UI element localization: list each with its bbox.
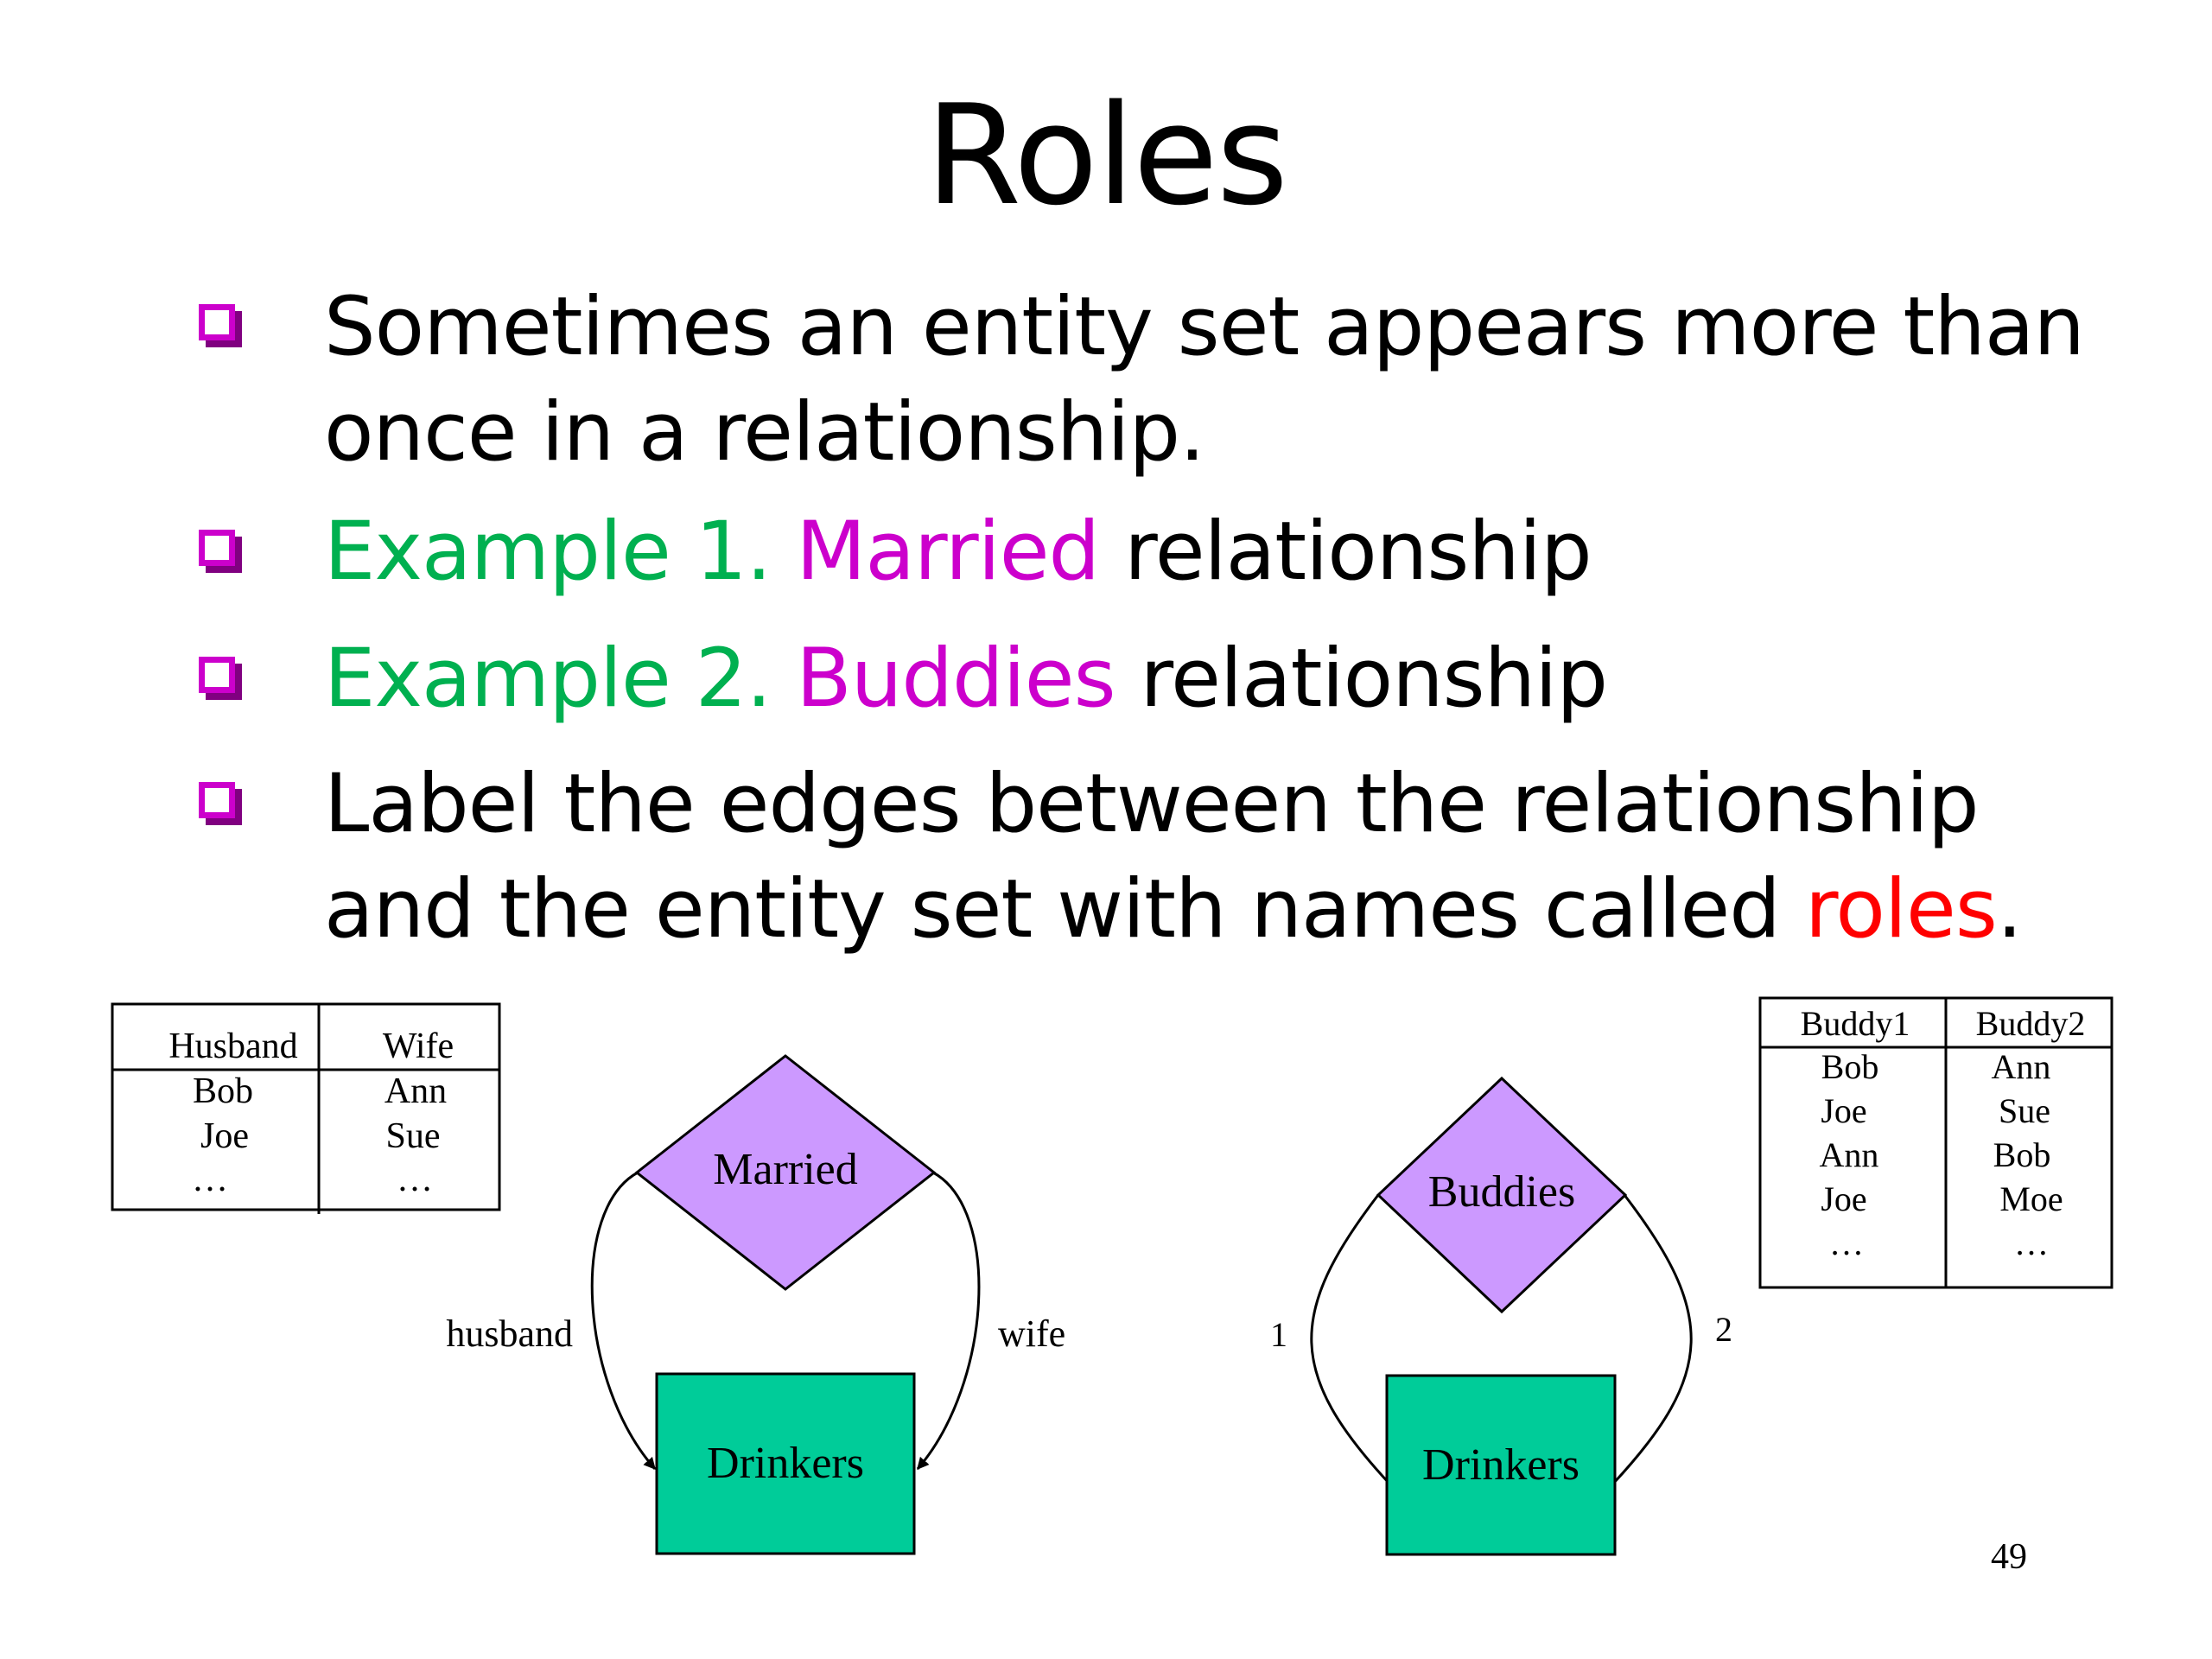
bullet-1-line-1: Sometimes an entity set appears more tha… [324, 280, 2085, 374]
buddies-cell: … [2014, 1224, 2049, 1262]
bullet-square-icon [199, 782, 244, 827]
bullet-3-prefix: Example 2. [324, 632, 772, 726]
married-cell: Ann [385, 1071, 447, 1111]
bullet-4-line-1: Label the edges between the relationship [324, 757, 1980, 851]
buddies-entity-box [1385, 1374, 1617, 1556]
buddies-cell: Bob [1821, 1047, 1879, 1086]
bullet-4-emphasis: roles [1804, 862, 1998, 957]
page-number: 49 [1991, 1537, 2027, 1577]
married-cell: Joe [200, 1116, 249, 1156]
bullet-1-text: Sometimes an entity set appears more tha… [324, 275, 2121, 486]
married-cell: … [397, 1160, 433, 1199]
buddies-entity-label: Drinkers [1422, 1440, 1580, 1490]
married-cell: Sue [386, 1116, 441, 1156]
bullet-square-icon [199, 304, 244, 349]
bullet-4-line-2: and the entity set with names called rol… [324, 857, 2121, 963]
wife-edge [916, 1171, 981, 1471]
bullet-4-line-2-pre: and the entity set with names called [324, 862, 1781, 957]
buddies-relationship-label: Buddies [1428, 1167, 1575, 1217]
bullet-square-icon [199, 657, 244, 702]
buddies-table: Buddy1 Buddy2 Bob Ann Joe Sue Ann Bob Jo… [1758, 996, 2113, 1289]
married-header-husband: Husband [168, 1027, 297, 1066]
buddies-cell: Moe [1999, 1179, 2063, 1218]
married-table-border [111, 1002, 501, 1211]
buddies-cell: Sue [1999, 1091, 2050, 1130]
married-relationship-diamond [634, 1054, 937, 1291]
buddies-cell: Joe [1821, 1179, 1866, 1218]
husband-edge [590, 1171, 657, 1471]
bullet-3-text: Example 2. Buddies relationship [324, 626, 2121, 732]
bullet-2-keyword: Married [796, 505, 1100, 599]
buddies-cell: Joe [1821, 1091, 1866, 1130]
buddy2-role-label: 2 [1715, 1310, 1732, 1349]
husband-role-label: husband [446, 1313, 573, 1355]
buddy1-edge [1310, 1194, 1391, 1485]
married-entity-box [655, 1372, 916, 1555]
married-table: Husband Wife Bob Ann Joe Sue … … [111, 1002, 501, 1214]
buddies-cell: Bob [1993, 1135, 2051, 1174]
bullet-4-period: . [1996, 862, 2023, 957]
married-relationship-label: Married [713, 1145, 857, 1194]
buddies-cell: Ann [1820, 1135, 1879, 1174]
bullet-4-text: Label the edges between the relationship… [324, 752, 2121, 963]
bullet-square-icon [199, 530, 244, 575]
buddies-relationship-diamond [1376, 1076, 1628, 1314]
married-entity-label: Drinkers [707, 1439, 864, 1488]
buddies-header-buddy1: Buddy1 [1801, 1004, 1910, 1043]
bullet-2-suffix: relationship [1124, 505, 1592, 599]
wife-role-label: wife [998, 1313, 1065, 1355]
buddies-table-border [1758, 996, 2113, 1289]
buddies-cell: Ann [1992, 1047, 2051, 1086]
buddy2-edge [1611, 1194, 1693, 1485]
married-cell: Bob [193, 1071, 253, 1111]
buddies-header-buddy2: Buddy2 [1976, 1004, 2086, 1043]
buddy1-role-label: 1 [1270, 1315, 1287, 1354]
bullet-2-text: Example 1. Married relationship [324, 499, 2121, 605]
bullet-1-line-2: once in a relationship. [324, 385, 1205, 480]
buddies-cell: … [1829, 1224, 1864, 1262]
married-cell: … [192, 1160, 228, 1199]
married-diagram: Married Drinkers husband wife [446, 1054, 1065, 1555]
buddies-diagram: Buddies Drinkers 1 2 [1270, 1076, 1732, 1556]
slide-title: Roles [925, 74, 1288, 236]
bullet-3-suffix: relationship [1140, 632, 1608, 726]
married-header-wife: Wife [383, 1027, 454, 1066]
bullet-2-prefix: Example 1. [324, 505, 772, 599]
bullet-3-keyword: Buddies [796, 632, 1116, 726]
